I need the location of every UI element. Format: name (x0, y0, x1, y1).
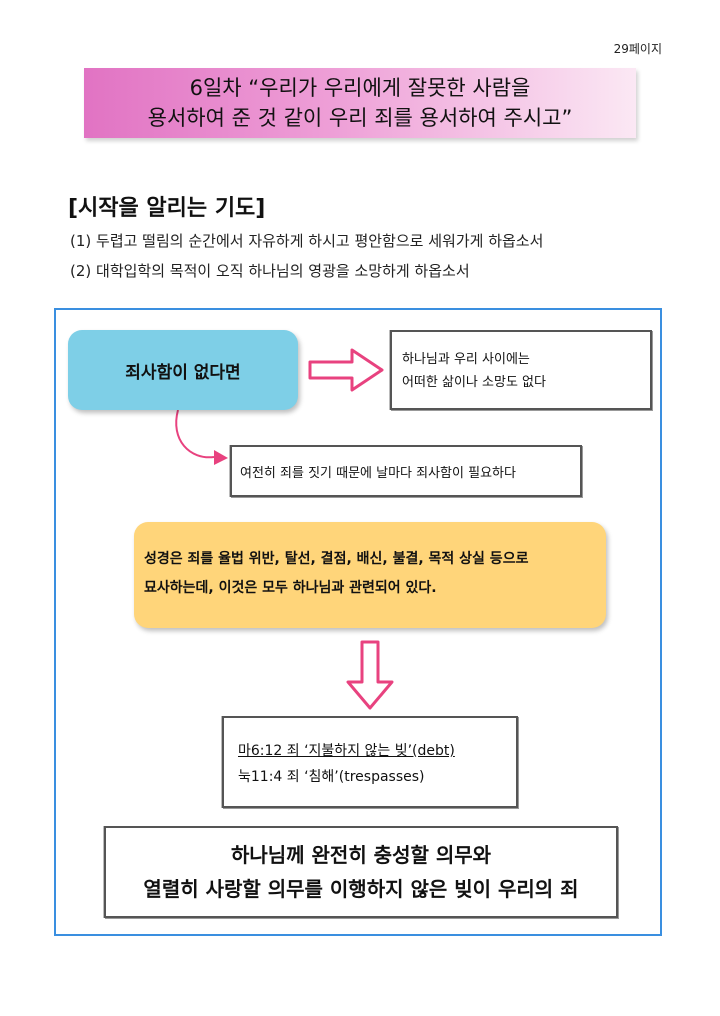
bible-line-1: 성경은 죄를 율법 위반, 탈선, 결점, 배신, 불결, 목적 상실 등으로 (144, 551, 529, 567)
nothing-box: 하나님과 우리 사이에는 어떠한 삶이나 소망도 없다 (390, 330, 652, 410)
day-title-banner: 6일차 “우리가 우리에게 잘못한 사람을 용서하여 준 것 같이 우리 죄를 … (84, 68, 636, 138)
conclusion-box: 하나님께 완전히 충성할 의무와 열렬히 사랑할 의무를 이행하지 않은 빚이 … (104, 826, 618, 918)
still-need-box: 여전히 죄를 짓기 때문에 날마다 죄사함이 필요하다 (230, 445, 582, 497)
verse-line-1: 마6:12 죄 ‘지불하지 않는 빚’(debt) (238, 743, 455, 759)
nothing-line-1: 하나님과 우리 사이에는 (402, 352, 530, 367)
verse-line-2: 눅11:4 죄 ‘침해’(trespasses) (238, 769, 425, 785)
title-line-2: 용서하여 준 것 같이 우리 죄를 용서하여 주시고” (147, 106, 573, 130)
page-number: 29페이지 (613, 42, 662, 56)
down-arrow-icon (346, 640, 394, 710)
diagram-frame (54, 308, 662, 936)
verse-box: 마6:12 죄 ‘지불하지 않는 빚’(debt) 눅11:4 죄 ‘침해’(t… (222, 716, 518, 808)
bible-description-box: 성경은 죄를 율법 위반, 탈선, 결점, 배신, 불결, 목적 상실 등으로 … (134, 522, 606, 628)
prayer-item-1: (1) 두렵고 떨림의 순간에서 자유하게 하시고 평안함으로 세워가게 하옵소… (70, 232, 544, 250)
curved-arrow-head (214, 450, 228, 465)
title-line-1: 6일차 “우리가 우리에게 잘못한 사람을 (189, 76, 531, 100)
conclusion-line-1: 하나님께 완전히 충성할 의무와 (230, 843, 492, 867)
prayer-item-2: (2) 대학입학의 목적이 오직 하나님의 영광을 소망하게 하옵소서 (70, 262, 470, 280)
nothing-line-2: 어떠한 삶이나 소망도 없다 (402, 375, 546, 390)
right-arrow-icon (308, 348, 384, 392)
prayer-heading: [시작을 알리는 기도] (68, 196, 266, 221)
conclusion-line-2: 열렬히 사랑할 의무를 이행하지 않은 빚이 우리의 죄 (143, 877, 579, 901)
bible-line-2: 묘사하는데, 이것은 모두 하나님과 관련되어 있다. (144, 580, 437, 596)
curved-arrow-icon (175, 409, 215, 459)
no-repentance-box: 죄사함이 없다면 (68, 330, 298, 410)
